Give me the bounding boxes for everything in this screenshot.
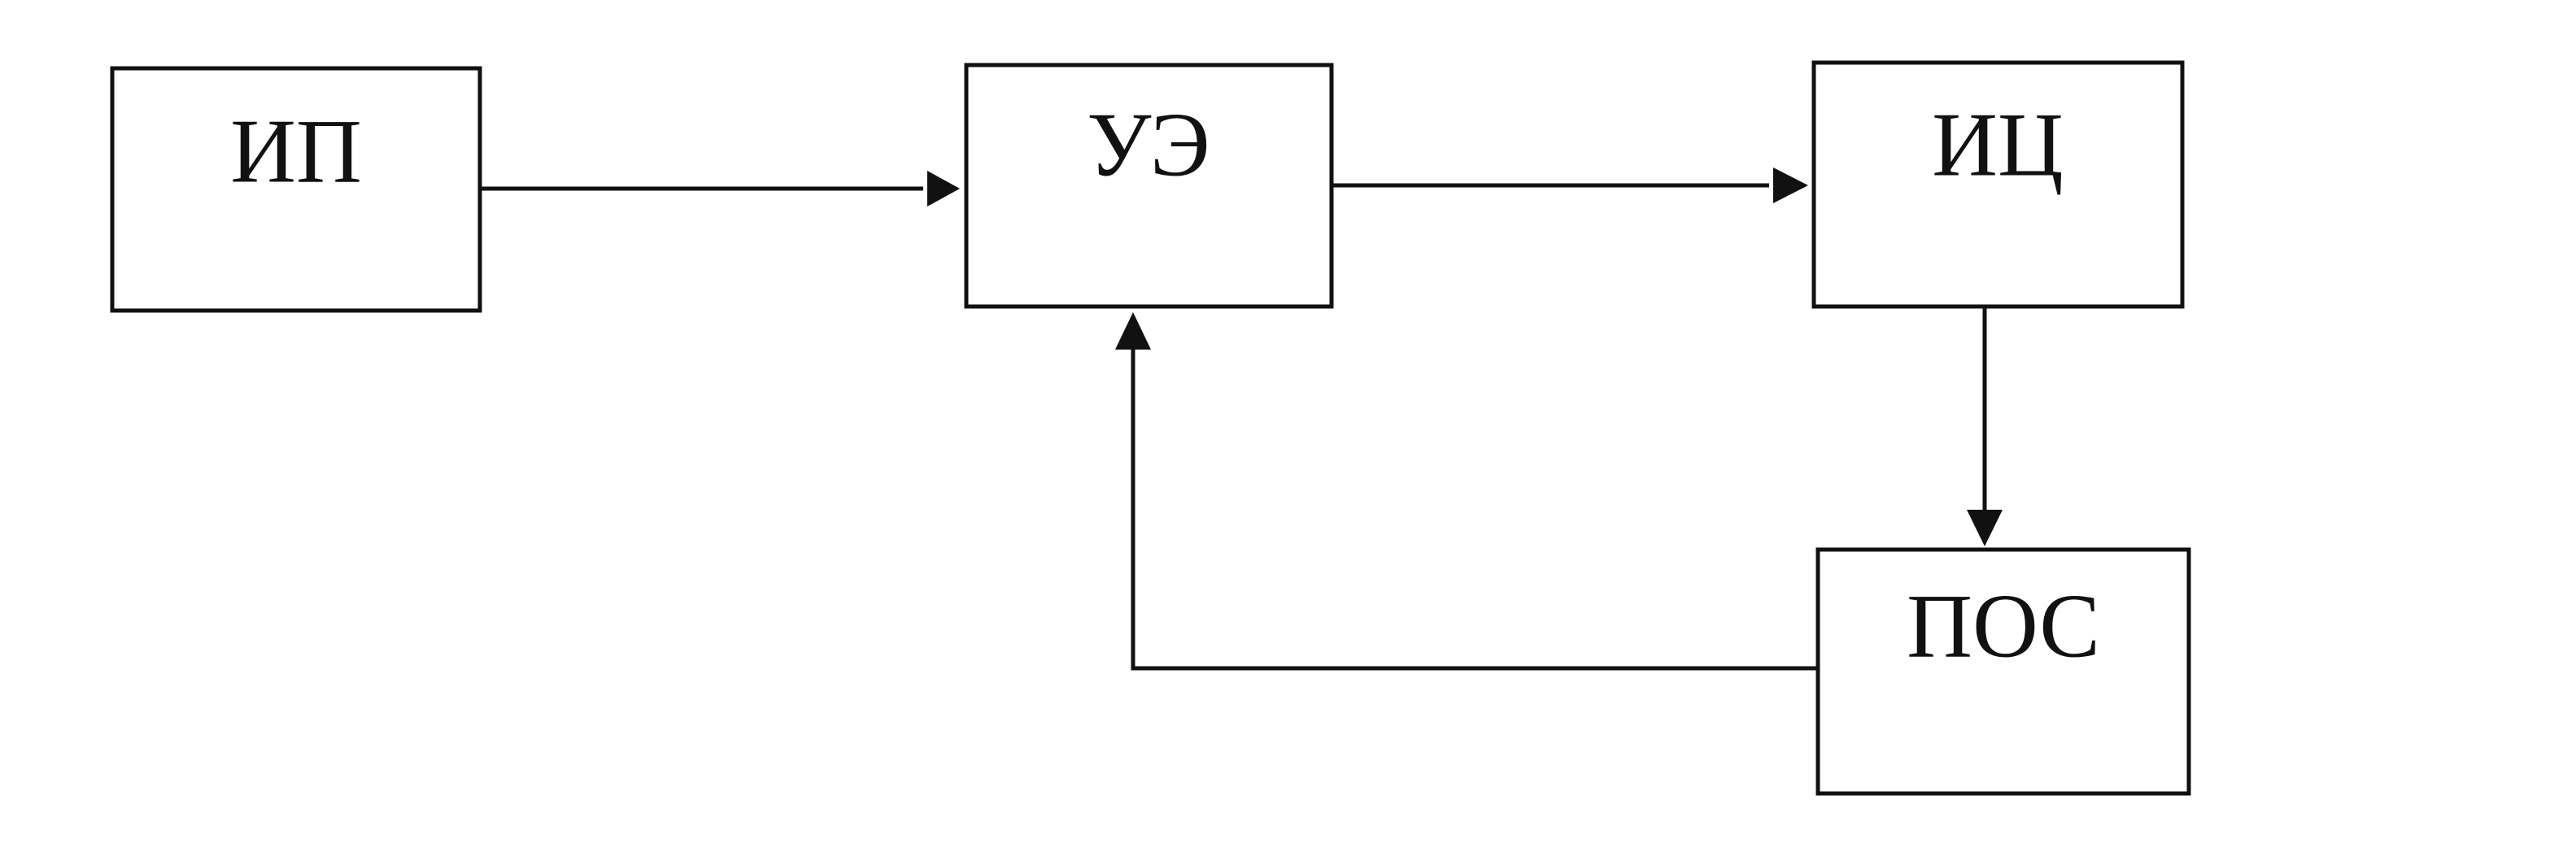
block-ic-frame <box>1811 60 2185 309</box>
block-ip-label: ИП <box>230 102 362 202</box>
connections <box>480 167 2003 671</box>
block-ic: ИЦ <box>1811 60 2185 309</box>
arrowhead-ue-to-ic <box>1773 167 1808 203</box>
arrowhead-ic-to-pos <box>1967 510 2003 546</box>
block-ue-label: УЭ <box>1087 95 1210 196</box>
block-pos-frame <box>1815 547 2191 796</box>
block-pos-label: ПОС <box>1907 576 2100 677</box>
block-ue-frame <box>964 63 1334 309</box>
block-pos: ПОС <box>1815 547 2191 796</box>
block-ue: УЭ <box>964 63 1334 309</box>
arrowhead-ip-to-ue <box>927 171 960 206</box>
block-ic-label: ИЦ <box>1932 95 2064 196</box>
block-ip-frame <box>110 66 482 313</box>
arrowhead-pos-to-ue <box>1115 312 1151 350</box>
connector-pos-to-ue <box>1131 350 1818 671</box>
block-ip: ИП <box>110 66 482 313</box>
